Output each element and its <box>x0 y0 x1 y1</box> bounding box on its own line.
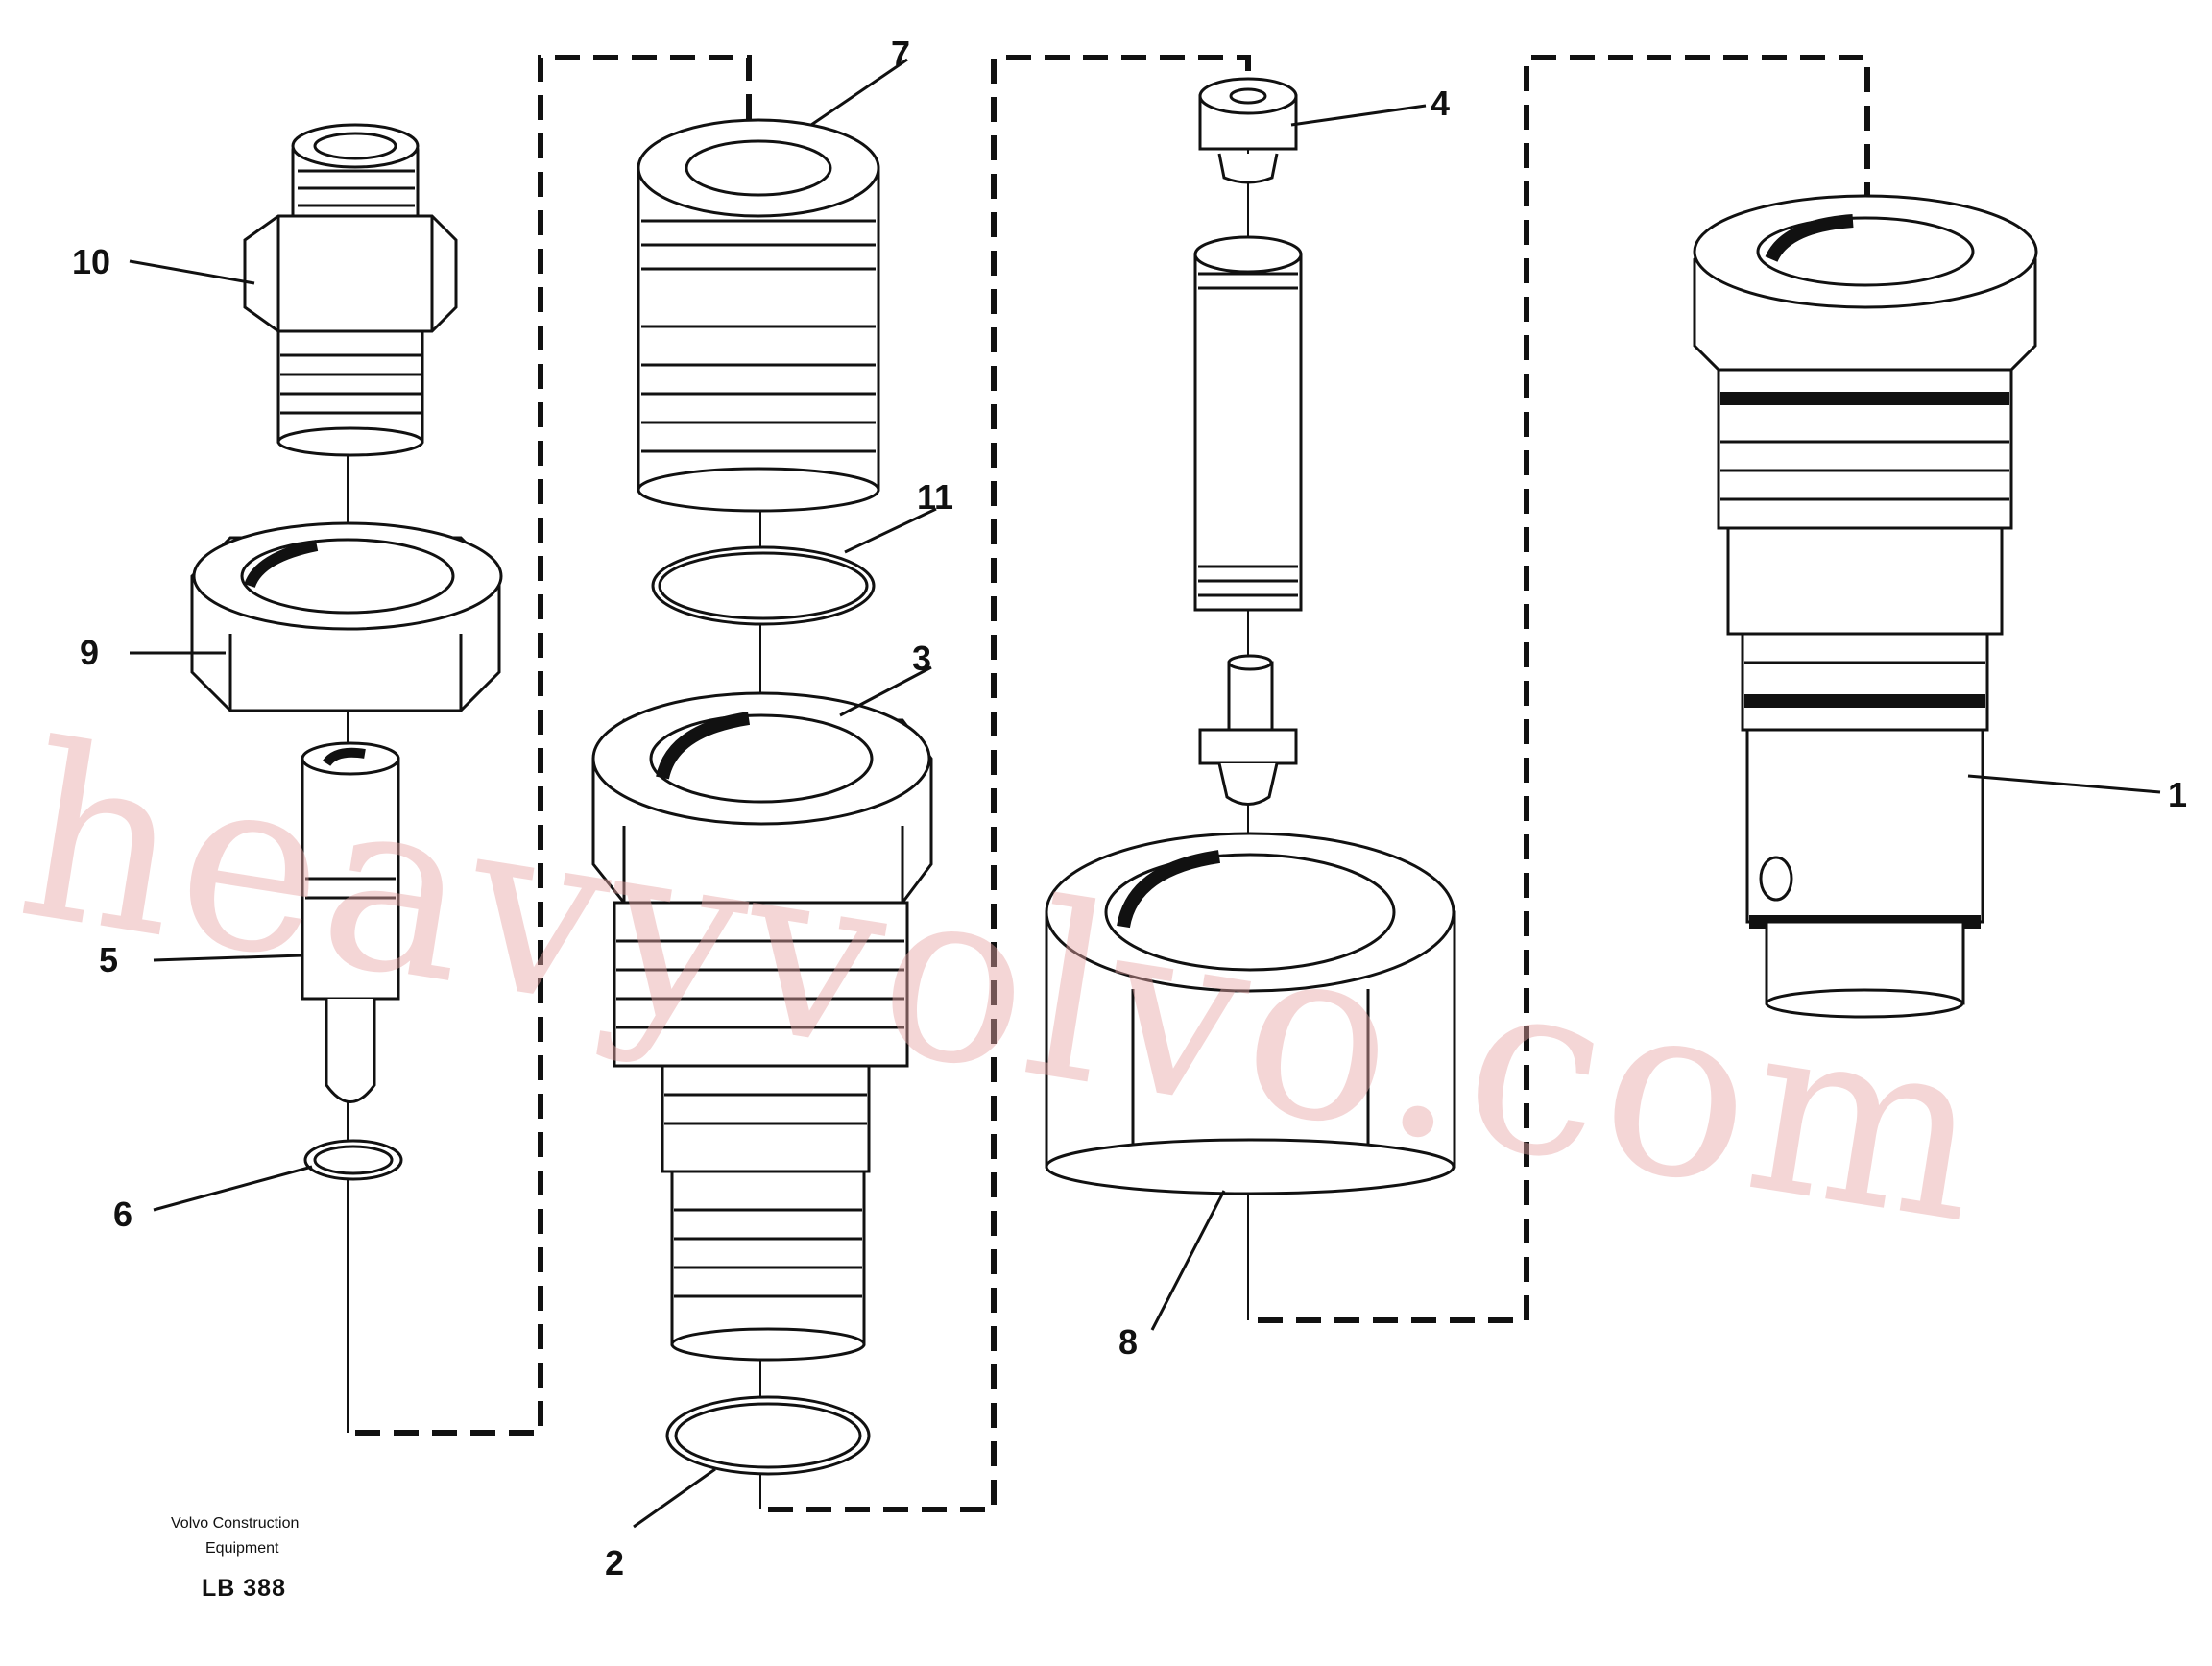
boundary-left <box>355 55 752 1436</box>
leader-lines <box>129 58 2161 1529</box>
dashed-boundaries <box>355 55 1870 1512</box>
label-6: 6 <box>113 1195 132 1234</box>
part-1-cartridge <box>1693 194 2038 1019</box>
part-4-valve-cap <box>1198 77 1298 184</box>
publication-code: LB 388 <box>202 1575 286 1602</box>
part-10-adapter <box>243 123 458 457</box>
valve-poppet <box>1198 654 1298 806</box>
callout-labels: 1 2 3 4 5 6 7 8 9 10 11 <box>72 34 2187 1582</box>
publisher-line-1: Volvo Construction <box>171 1515 300 1532</box>
part-7-sleeve <box>637 118 880 513</box>
label-4: 4 <box>1431 84 1450 123</box>
label-1: 1 <box>2168 775 2187 814</box>
part-3-housing <box>591 691 933 1362</box>
label-7: 7 <box>891 34 910 73</box>
part-11-oring <box>651 545 876 626</box>
part-6-washer <box>303 1139 403 1181</box>
part-5-pin <box>301 741 400 1103</box>
axis-lines <box>347 86 1868 1509</box>
boundary-right <box>1258 55 1870 1323</box>
label-2: 2 <box>605 1543 624 1582</box>
label-9: 9 <box>80 633 99 672</box>
part-9-nut <box>190 521 503 712</box>
label-8: 8 <box>1118 1322 1138 1362</box>
label-3: 3 <box>912 639 931 678</box>
label-10: 10 <box>72 242 110 281</box>
label-5: 5 <box>99 940 118 979</box>
part-8-large-nut <box>1045 832 1456 1195</box>
publisher-line-2: Equipment <box>205 1540 279 1557</box>
boundary-middle <box>768 55 1251 1512</box>
label-11: 11 <box>917 477 953 517</box>
part-2-oring <box>665 1395 871 1476</box>
valve-tube <box>1193 235 1303 612</box>
